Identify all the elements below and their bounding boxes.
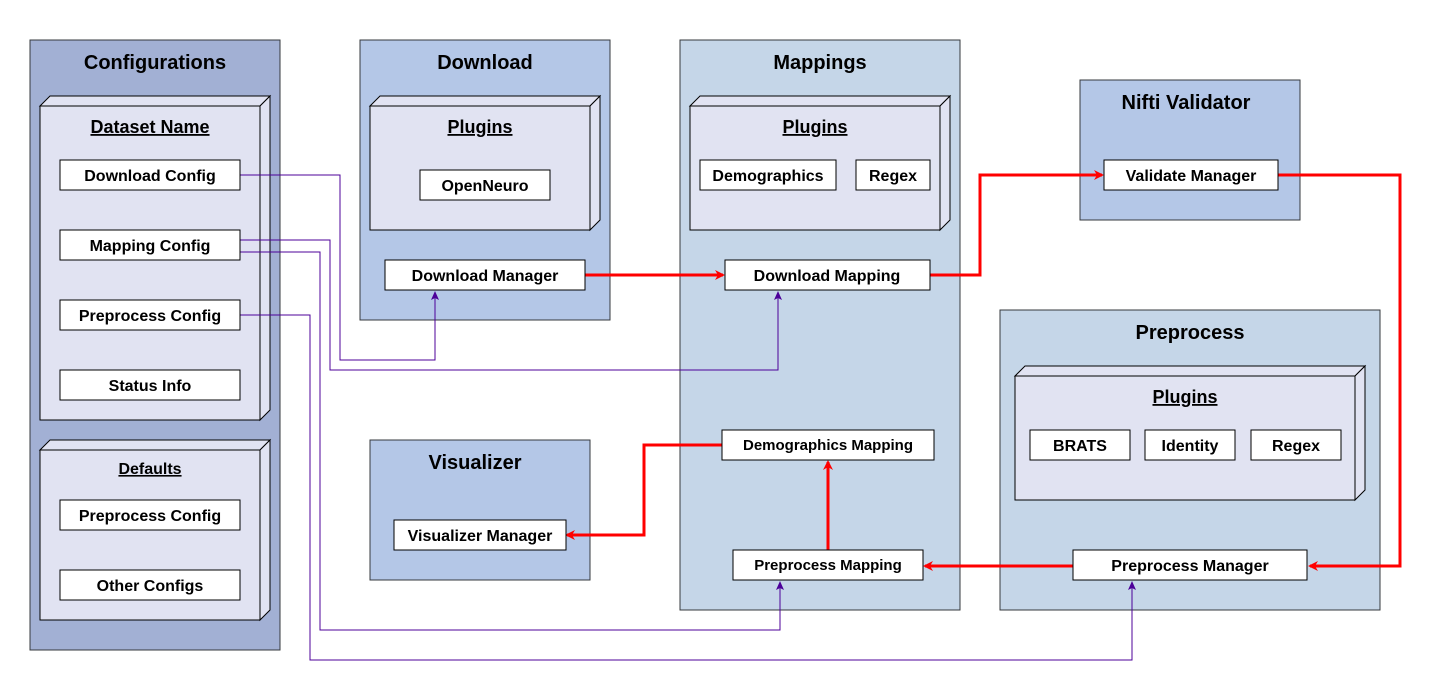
preprocess-config-link — [240, 314, 1136, 661]
regex-preprocess-plugin-box[interactable]: Regex — [1250, 429, 1342, 461]
download-config-box[interactable]: Download Config — [59, 159, 241, 191]
visualizer-manager-label: Visualizer Manager — [408, 528, 553, 545]
dataset-name-title: Dataset Name — [90, 117, 209, 137]
default-preprocess-config-box[interactable]: Preprocess Config — [59, 499, 241, 531]
preprocess-manager-label: Preprocess Manager — [1111, 558, 1268, 575]
mapping-config-label: Mapping Config — [90, 238, 211, 255]
preprocess-title: Preprocess — [1136, 322, 1245, 344]
validate-manager-box[interactable]: Validate Manager — [1103, 159, 1279, 191]
status-info-label: Status Info — [109, 378, 192, 395]
demographics-plugin-box[interactable]: Demographics — [699, 159, 837, 191]
demographics-mapping-label: Demographics Mapping — [743, 437, 913, 454]
mapping-config-link-preprocess — [240, 251, 784, 631]
openneuro-plugin-label: OpenNeuro — [441, 178, 528, 195]
regex-mapping-plugin-label: Regex — [869, 168, 917, 185]
default-preprocess-config-label: Preprocess Config — [79, 508, 221, 525]
mapping-config-box[interactable]: Mapping Config — [59, 229, 241, 261]
mapping-config-link-download — [240, 239, 782, 371]
mappings-plugins-title: Plugins — [782, 117, 847, 137]
download-config-label: Download Config — [84, 168, 216, 185]
preprocess-mapping-box[interactable]: Preprocess Mapping — [732, 549, 924, 581]
download-mapping-box[interactable]: Download Mapping — [724, 259, 931, 291]
flow-validator-to-preprocess — [1278, 173, 1402, 571]
regex-preprocess-plugin-label: Regex — [1272, 438, 1320, 455]
visualizer-panel — [369, 439, 591, 581]
validate-manager-label: Validate Manager — [1126, 168, 1257, 185]
preprocess-mapping-label: Preprocess Mapping — [754, 557, 902, 574]
nifti-validator-panel — [1079, 79, 1301, 221]
download-manager-label: Download Manager — [412, 268, 559, 285]
configurations-title: Configurations — [84, 52, 226, 74]
visualizer-title: Visualizer — [428, 452, 521, 474]
identity-plugin-box[interactable]: Identity — [1144, 429, 1236, 461]
regex-mapping-plugin-box[interactable]: Regex — [855, 159, 931, 191]
brats-plugin-box[interactable]: BRATS — [1029, 429, 1131, 461]
nifti-validator-title: Nifti Validator — [1122, 92, 1251, 114]
mappings-title: Mappings — [773, 52, 866, 74]
other-configs-box[interactable]: Other Configs — [59, 569, 241, 601]
flow-demographics-to-visualizer — [565, 443, 722, 540]
demographics-mapping-box[interactable]: Demographics Mapping — [721, 429, 935, 461]
other-configs-label: Other Configs — [97, 578, 204, 595]
visualizer-manager-box[interactable]: Visualizer Manager — [393, 519, 567, 551]
download-config-link — [240, 174, 439, 361]
identity-plugin-label: Identity — [1162, 438, 1219, 455]
preprocess-config-label: Preprocess Config — [79, 308, 221, 325]
download-title: Download — [437, 52, 533, 74]
preprocess-manager-box[interactable]: Preprocess Manager — [1072, 549, 1308, 581]
status-info-box[interactable]: Status Info — [59, 369, 241, 401]
brats-plugin-label: BRATS — [1053, 438, 1107, 455]
preprocess-config-box[interactable]: Preprocess Config — [59, 299, 241, 331]
openneuro-plugin-box[interactable]: OpenNeuro — [419, 169, 551, 201]
download-mapping-label: Download Mapping — [754, 268, 901, 285]
preprocess-plugins-title: Plugins — [1152, 387, 1217, 407]
demographics-plugin-label: Demographics — [712, 168, 823, 185]
defaults-title: Defaults — [118, 461, 181, 478]
flow-mapping-to-validator — [930, 170, 1104, 277]
download-plugins-group: Plugins — [368, 94, 602, 232]
download-plugins-title: Plugins — [447, 117, 512, 137]
download-manager-box[interactable]: Download Manager — [384, 259, 586, 291]
dataset-name-group: Dataset Name — [38, 94, 272, 422]
